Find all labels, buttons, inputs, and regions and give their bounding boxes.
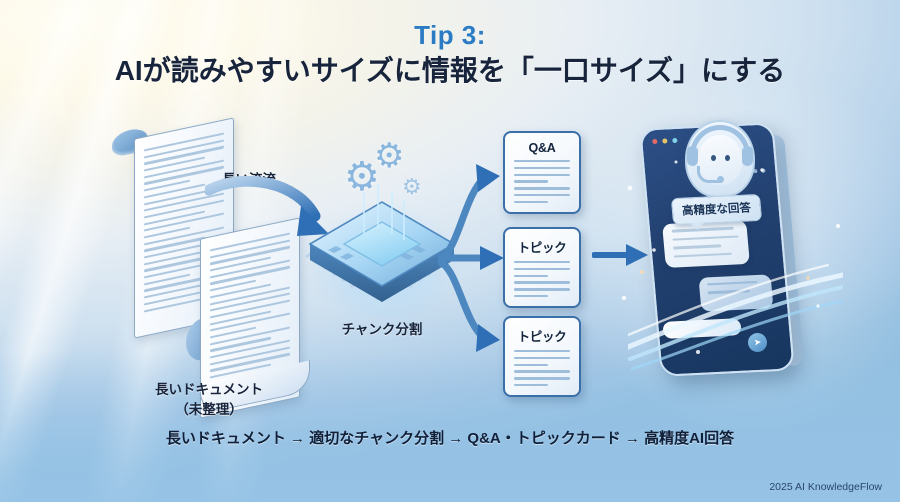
headset-band <box>690 125 750 157</box>
background-bottom-fade <box>0 352 900 502</box>
card-title: トピック <box>517 241 567 255</box>
avatar-eye <box>711 155 716 161</box>
headset-agent-icon <box>685 120 755 198</box>
headset-mic-tip <box>717 176 724 183</box>
avatar-eye <box>725 155 730 161</box>
gear-icon: ⚙ <box>402 174 422 199</box>
card-title: トピック <box>517 330 567 344</box>
card-title: Q&A <box>528 141 556 155</box>
page-title: AIが読みやすいサイズに情報を「一口サイズ」にする <box>114 55 786 86</box>
phone-status-dots <box>652 137 678 145</box>
card-qa[interactable]: Q&A <box>503 131 581 215</box>
document-caption-line2: （未整理） <box>175 401 243 417</box>
card-topic-2[interactable]: トピック <box>503 316 581 398</box>
footer-credit: 2025 AI KnowledgeFlow <box>769 481 882 493</box>
headset-mic <box>697 166 722 183</box>
headset-earcup <box>742 146 753 166</box>
flow-summary-caption: 長いドキュメント → 適切なチャンク分割 → Q&A・トピックカード → 高精度… <box>165 430 735 447</box>
fanout-arrows-icon <box>438 164 504 352</box>
card-text-lines <box>505 350 579 395</box>
cards-to-phone-arrow-icon <box>592 244 648 266</box>
document-caption-line1: 長いドキュメント <box>155 382 263 397</box>
high-accuracy-answer-bubble: 高精度な回答 <box>670 193 763 226</box>
chat-bubble-outgoing <box>698 274 774 312</box>
card-text-lines <box>505 160 579 212</box>
gear-icon: ⚙ <box>374 137 405 175</box>
header: Tip 3: AIが読みやすいサイズに情報を「一口サイズ」にする <box>0 22 900 87</box>
card-text-lines <box>505 261 579 306</box>
document-caption: 長いドキュメント （未整理） <box>78 380 340 419</box>
chip-body <box>305 184 458 302</box>
chat-bubble-incoming <box>662 220 750 268</box>
cpu-chip-illustration: ⚙ ⚙ ⚙ <box>292 137 472 324</box>
headset-earcup <box>687 146 698 166</box>
card-topic-1[interactable]: トピック <box>503 227 581 309</box>
gear-icon: ⚙ <box>344 155 380 199</box>
chunk-split-label: チャンク分割 <box>341 322 423 337</box>
tip-label: Tip 3: <box>414 20 486 50</box>
